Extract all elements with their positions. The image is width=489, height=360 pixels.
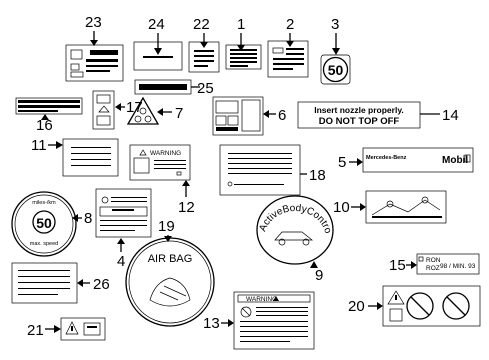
callout-20: 20 xyxy=(348,298,365,315)
callout-10: 10 xyxy=(333,199,350,216)
decal-19[interactable]: AIR BAG xyxy=(125,237,215,327)
warning-13-text: WARNING xyxy=(246,296,277,303)
callout-21: 21 xyxy=(27,322,44,339)
decal-13[interactable]: WARNING xyxy=(233,291,315,350)
decal-12[interactable]: WARNING xyxy=(129,144,191,181)
callout-23: 23 xyxy=(85,14,102,31)
fuel-min: 98 / MIN. 93 xyxy=(440,263,476,270)
callout-5: 5 xyxy=(338,154,346,171)
fuel-roz: ROZ xyxy=(426,265,440,272)
callout-18: 18 xyxy=(309,167,326,184)
callout-17: 17 xyxy=(126,99,143,116)
callout-4: 4 xyxy=(117,253,125,270)
callout-12: 12 xyxy=(178,199,195,216)
callout-7: 7 xyxy=(175,105,183,122)
decal-14[interactable]: Insert nozzle properly. DO NOT TOP OFF xyxy=(297,101,421,129)
callout-13: 13 xyxy=(203,315,220,332)
decal-15[interactable]: RON ROZ 98 / MIN. 93 xyxy=(416,253,480,275)
decal-10[interactable] xyxy=(365,190,447,224)
decal-11[interactable] xyxy=(62,138,119,177)
callout-11: 11 xyxy=(31,137,47,154)
brand-right: Mobil xyxy=(442,155,468,166)
callout-16: 16 xyxy=(36,117,53,134)
decal-25[interactable] xyxy=(134,79,192,95)
airbag-text: AIR BAG xyxy=(148,253,193,265)
decal-7[interactable] xyxy=(126,96,160,125)
callout-8: 8 xyxy=(84,210,92,227)
decal-16[interactable] xyxy=(15,97,83,115)
speed-limit-large: 50 xyxy=(36,215,52,231)
decal-23[interactable] xyxy=(65,44,124,82)
callout-6: 6 xyxy=(278,107,286,124)
decal-3[interactable]: 50 xyxy=(320,54,351,85)
decal-20[interactable] xyxy=(382,285,481,327)
callout-24: 24 xyxy=(148,16,165,33)
decal-26[interactable] xyxy=(11,262,78,304)
callout-25: 25 xyxy=(197,80,214,97)
decal-2[interactable] xyxy=(267,40,309,78)
callout-19: 19 xyxy=(158,218,175,235)
decal-17[interactable] xyxy=(92,90,115,130)
decal-5[interactable]: Mercedes-Benz Mobil xyxy=(362,147,474,173)
callout-9: 9 xyxy=(315,267,323,284)
decal-6[interactable] xyxy=(212,96,264,136)
decal-8[interactable]: miles-/km 50 max. speed xyxy=(11,191,77,257)
callout-1: 1 xyxy=(237,16,245,33)
speed-ring-top: miles-/km xyxy=(32,200,56,206)
callout-3: 3 xyxy=(331,16,339,33)
decal-18[interactable] xyxy=(219,144,301,196)
callout-2: 2 xyxy=(286,16,294,33)
callout-26: 26 xyxy=(93,276,110,293)
callout-15: 15 xyxy=(389,257,406,274)
speed-ring-bottom: max. speed xyxy=(30,241,58,247)
callout-14: 14 xyxy=(442,107,459,124)
nozzle-line-2: DO NOT TOP OFF xyxy=(319,116,400,127)
brand-left: Mercedes-Benz xyxy=(366,155,407,161)
decal-21[interactable] xyxy=(60,317,106,341)
fuel-ron: RON xyxy=(426,257,441,264)
nozzle-line-1: Insert nozzle properly. xyxy=(314,105,404,115)
callout-22: 22 xyxy=(193,16,210,33)
speed-limit-small: 50 xyxy=(328,62,344,78)
warning-12-text: WARNING xyxy=(150,150,181,157)
decal-4[interactable] xyxy=(95,188,152,238)
decal-1[interactable] xyxy=(225,44,262,70)
